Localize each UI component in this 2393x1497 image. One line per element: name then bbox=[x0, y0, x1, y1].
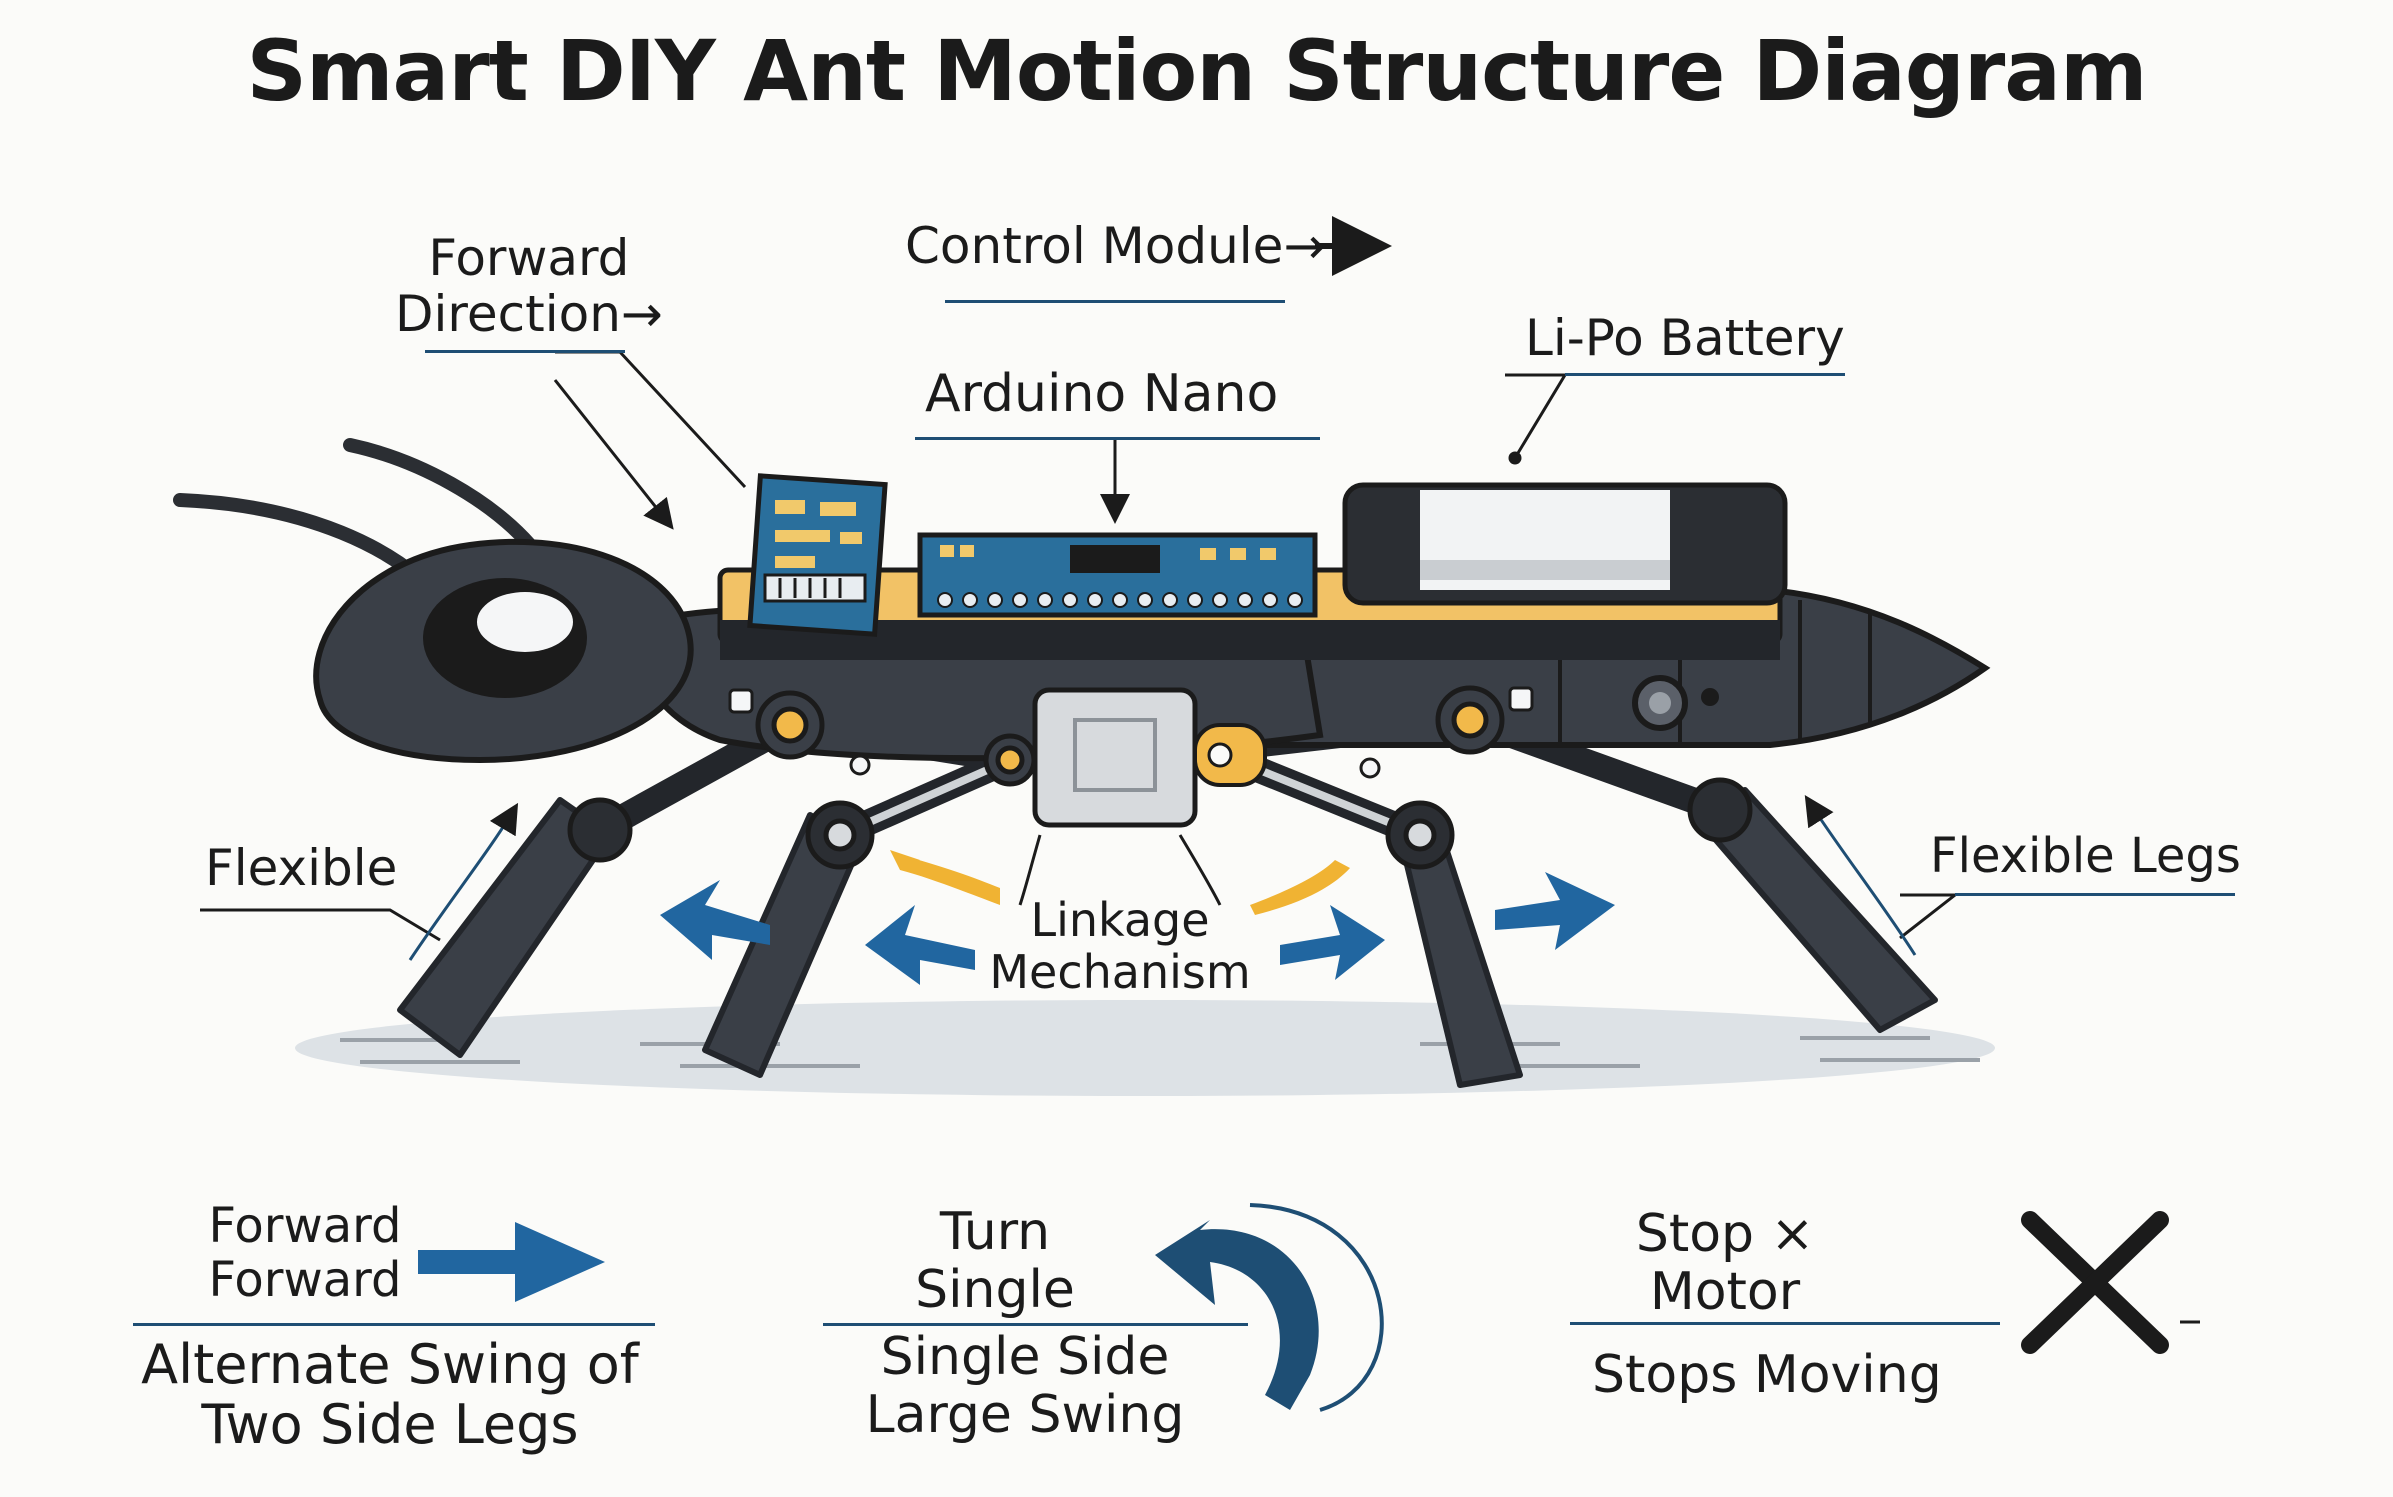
rule-mode-stop bbox=[1570, 1322, 2000, 1325]
antenna-right bbox=[343, 438, 537, 552]
stop-x-icon bbox=[2021, 1211, 2169, 1354]
joints bbox=[567, 685, 1753, 870]
label-flexible-legs: Flexible Legs bbox=[1930, 828, 2241, 884]
mode-stop-description: Stops Moving bbox=[1592, 1345, 1942, 1405]
mode-stop-header: Stop × Motor bbox=[1635, 1204, 1815, 1323]
arduino-nano-board bbox=[917, 532, 1318, 618]
label-lipo-battery: Li-Po Battery bbox=[1525, 309, 1845, 367]
mode-turn-description: Single Side Large Swing bbox=[865, 1327, 1185, 1446]
rule-flexible-legs bbox=[1955, 893, 2235, 896]
arrow-blue-far-right bbox=[1495, 872, 1615, 950]
lipo-battery-pack bbox=[1342, 482, 1788, 606]
turn-arrow-icon bbox=[1155, 1220, 1319, 1410]
arrow-blue-far-left bbox=[660, 880, 770, 960]
mode-forward-header: Forward Forward bbox=[208, 1198, 402, 1308]
page-title: Smart DIY Ant Motion Structure Diagram bbox=[246, 22, 2147, 120]
mode-turn-header: Turn Single bbox=[915, 1202, 1075, 1321]
label-flexible: Flexible bbox=[205, 839, 398, 897]
forward-arrow-icon bbox=[418, 1222, 605, 1302]
arrow-yellow-left bbox=[900, 855, 1000, 905]
arrow-blue-left bbox=[865, 905, 975, 985]
control-module-board bbox=[747, 473, 888, 637]
label-forward-direction: Forward Direction→ bbox=[395, 229, 663, 343]
linkage-housing bbox=[1032, 687, 1198, 828]
rule-mode-forward bbox=[133, 1323, 655, 1326]
rule-forward-direction bbox=[425, 350, 625, 353]
arrow-yellow-right bbox=[1250, 860, 1350, 915]
label-control-module: Control Module→ bbox=[905, 217, 1326, 275]
arrow-blue-right bbox=[1280, 905, 1385, 980]
ground-shadow bbox=[295, 1000, 1995, 1096]
rule-lipo-battery bbox=[1565, 373, 1845, 376]
rule-mode-turn bbox=[823, 1323, 1248, 1326]
label-linkage-mechanism: Linkage Mechanism bbox=[989, 893, 1251, 999]
mode-forward-description: Alternate Swing of Two Side Legs bbox=[141, 1333, 639, 1457]
motion-arrows bbox=[660, 850, 1615, 985]
rule-control-module bbox=[945, 300, 1285, 303]
label-arduino-nano: Arduino Nano bbox=[925, 364, 1279, 424]
rule-arduino-nano bbox=[915, 437, 1320, 440]
